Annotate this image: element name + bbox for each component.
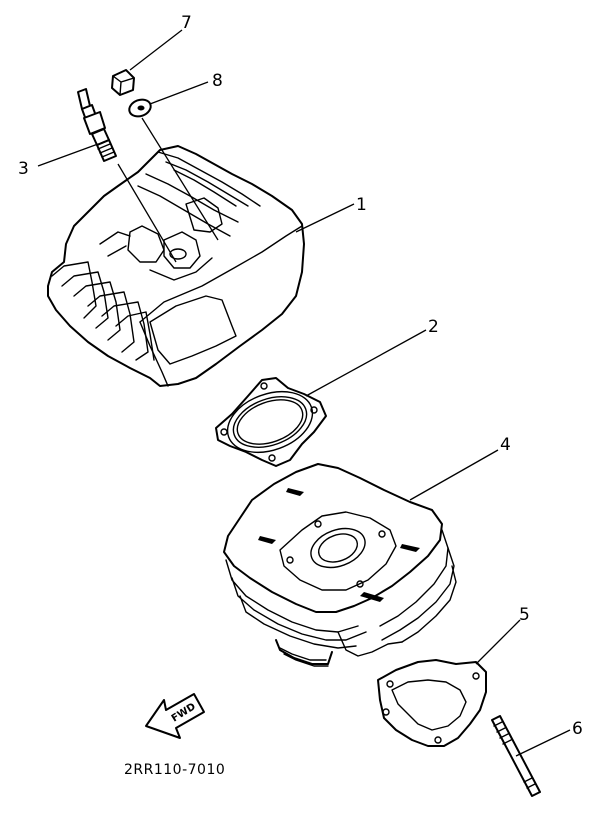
callout-6: 6 [572,719,583,739]
callout-7: 7 [181,13,192,33]
callout-labels: 7 8 3 1 2 4 5 6 [18,13,583,739]
part-4-cylinder [223,463,457,667]
callout-8: 8 [212,71,223,91]
part-3-spark-plug [77,88,117,162]
leader-lines [37,29,571,757]
callout-2: 2 [428,317,439,337]
part-5-base-gasket [377,659,487,747]
part-8-washer [128,98,152,118]
part-2-head-gasket [215,377,327,467]
part-7-cap-nut [111,69,135,96]
fwd-arrow-icon: FWD [145,693,205,739]
diagram-code: 2RR110-7010 [124,762,225,778]
callout-1: 1 [356,195,367,215]
callout-5: 5 [519,605,530,625]
callout-3: 3 [18,159,29,179]
part-1-cylinder-head [47,145,305,387]
callout-4: 4 [500,435,511,455]
